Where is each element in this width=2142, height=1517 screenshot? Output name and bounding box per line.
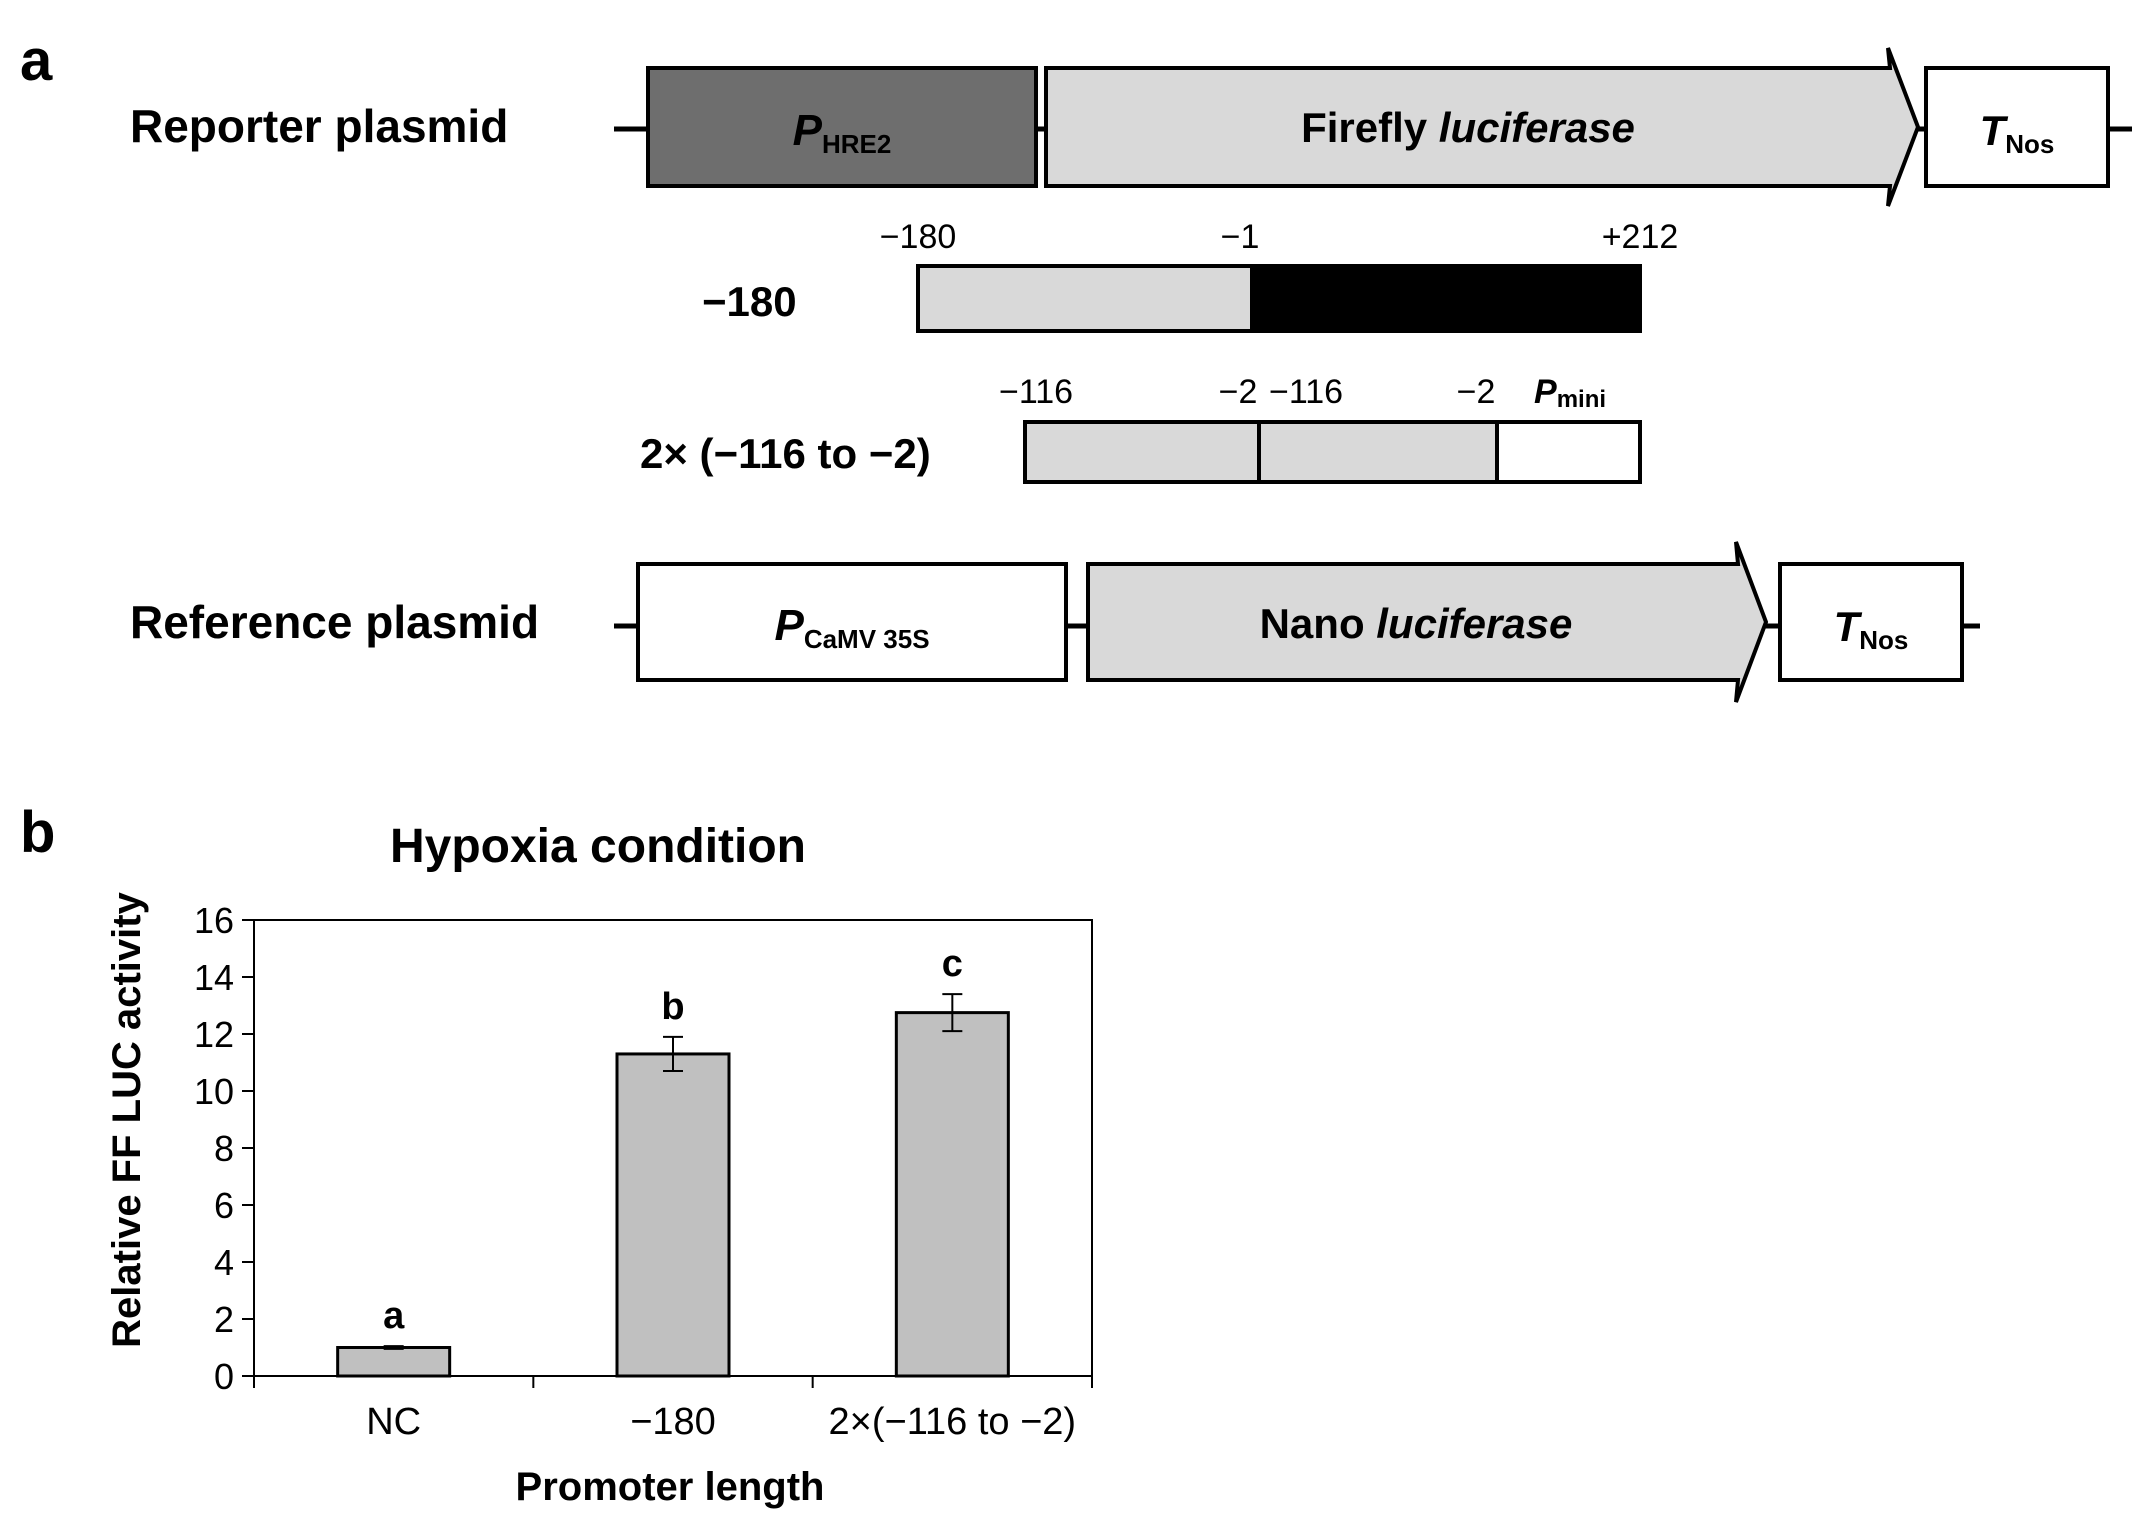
y-tick-label: 10	[194, 1071, 234, 1112]
reporter-gene-arrow	[1044, 47, 1921, 207]
significance-label: a	[383, 1295, 405, 1337]
reporter-promoter-label: PHRE2	[793, 106, 892, 159]
reference-terminator-box	[1778, 562, 1964, 682]
reporter-promoter-box	[646, 66, 1038, 188]
bar	[894, 1011, 1010, 1378]
construct2-mini-promoter	[1495, 420, 1642, 484]
panel-a-label: a	[20, 28, 53, 93]
reporter-terminator-label: TNos	[1980, 107, 2055, 159]
bar	[336, 1346, 452, 1378]
construct2-tick-2: −2	[1219, 373, 1258, 411]
panel-b-label: b	[20, 800, 55, 865]
y-tick-label: 14	[194, 957, 234, 998]
construct2-tick-4: −2	[1457, 373, 1496, 411]
y-tick-label: 2	[214, 1299, 234, 1340]
significance-label: c	[942, 943, 963, 985]
y-tick-label: 8	[214, 1128, 234, 1169]
y-tick-label: 16	[194, 900, 234, 941]
construct2-tick-1: −116	[999, 373, 1073, 411]
reference-terminator-label: TNos	[1834, 603, 1909, 655]
x-tick-label: −180	[630, 1401, 716, 1443]
x-axis-label: Promoter length	[516, 1465, 825, 1509]
y-tick-label: 6	[214, 1185, 234, 1226]
reference-plasmid-title: Reference plasmid	[130, 596, 539, 648]
construct2-label: 2× (−116 to −2)	[640, 430, 931, 477]
construct1-label: −180	[702, 278, 797, 325]
reference-promoter-label: PCaMV 35S	[774, 601, 929, 654]
reference-gene-label: Nano luciferase	[1260, 600, 1573, 647]
bar-chart: 0 2 4 6 8 10 12 14 16 aNC b −180 c 2×(−116 to −2)	[194, 900, 1093, 1443]
construct1-promoter-region	[916, 264, 1254, 333]
construct2-mini-label: Pmini	[1534, 373, 1606, 413]
reference-gene-arrow	[1086, 541, 1769, 703]
significance-label: b	[661, 986, 684, 1028]
construct1-tick-start: −180	[880, 218, 957, 256]
y-tick-label: 0	[214, 1356, 234, 1397]
y-tick-label: 12	[194, 1014, 234, 1055]
y-axis-label: Relative FF LUC activity	[105, 891, 149, 1347]
reporter-gene-label: Firefly luciferase	[1301, 104, 1635, 151]
construct2-tick-3: −116	[1269, 373, 1343, 411]
construct1-tick-end: +212	[1602, 218, 1679, 256]
construct2-repeat-2	[1257, 420, 1499, 484]
x-tick-label: NC	[366, 1401, 421, 1443]
reporter-plasmid-title: Reporter plasmid	[130, 100, 508, 152]
chart-title: Hypoxia condition	[390, 820, 806, 873]
bar	[615, 1052, 731, 1378]
construct1-tick-mid: −1	[1221, 218, 1260, 256]
construct2-repeat-1	[1023, 420, 1261, 484]
x-tick-label: 2×(−116 to −2)	[829, 1401, 1077, 1443]
reporter-terminator-box	[1924, 66, 2110, 188]
y-tick-label: 4	[214, 1242, 234, 1283]
construct1-utr-region	[1250, 264, 1642, 333]
reference-promoter-box	[636, 562, 1068, 682]
